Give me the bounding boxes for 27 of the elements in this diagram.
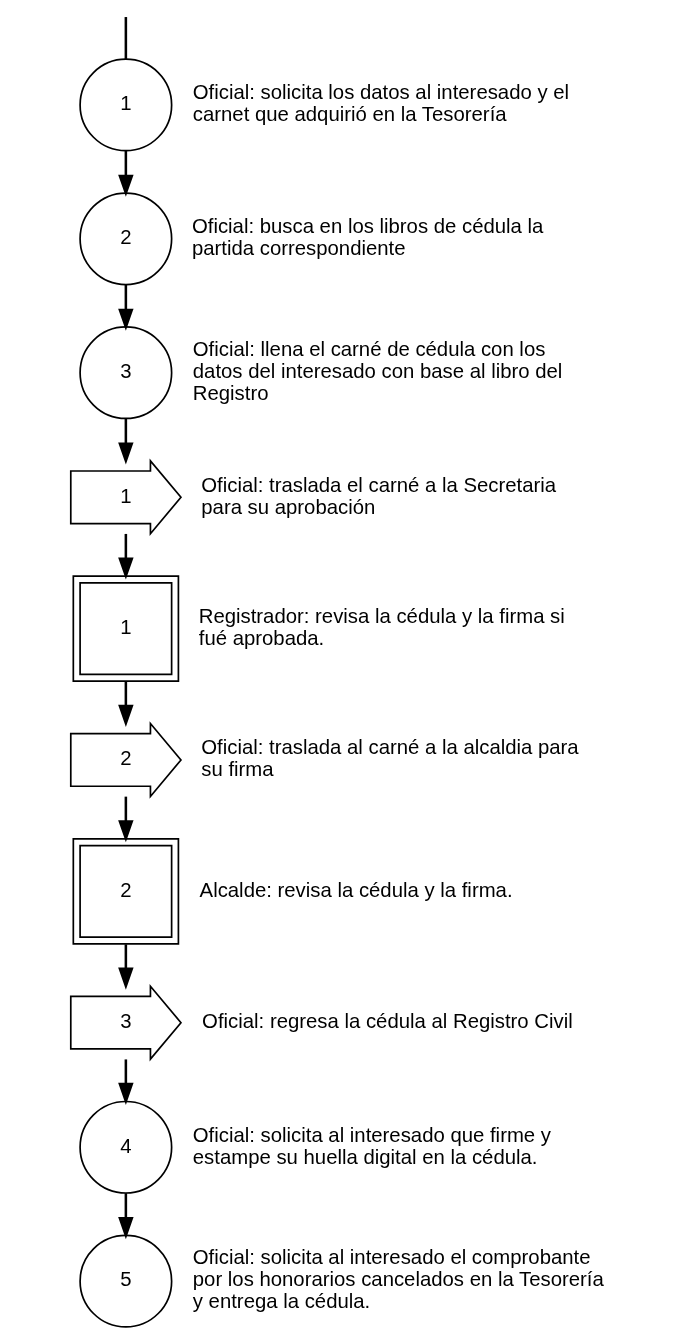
node-label: Oficial: solicita los datos al interesado y el carnet que adquirió en la Tesorería (192, 81, 569, 126)
node-label: Alcalde: revisa la cédula y la firma. (199, 878, 513, 901)
node-label: Oficial: traslada al carné a la alcaldia para su firma (200, 736, 579, 781)
node-circle: 3 (78, 326, 172, 420)
node-label: Oficial: busca en los libros de cédula la partida correspondiente (191, 215, 543, 260)
node-label: Oficial: llena el carné de cédula con los datos del interesado con base al libro del Registro (192, 337, 562, 404)
node-circle: 1 (78, 58, 172, 152)
arrow (117, 418, 134, 465)
arrow (117, 284, 134, 331)
node-label: Registrador: revisa la cédula y la firma si fué aprobada. (198, 604, 565, 649)
arrow (117, 944, 134, 990)
node-circle: 2 (78, 192, 172, 286)
node-label: Oficial: traslada el carné a la Secretaria para su aprobación (200, 473, 556, 518)
node-label: Oficial: regresa la cédula al Registro Civil (201, 1009, 573, 1032)
arrow (117, 1193, 134, 1240)
node-circle: 4 (78, 1100, 172, 1194)
arrow (117, 150, 134, 197)
arrow (117, 796, 134, 843)
node-label: Oficial: solicita al interesado el comprobante por los honorarios cancelados en la Tesorería y entrega la cédula. (192, 1246, 604, 1313)
arrow (117, 1059, 134, 1105)
node-box: 2 (71, 837, 179, 945)
arrow (117, 681, 134, 727)
connector (124, 17, 127, 60)
node-circle: 5 (78, 1234, 172, 1328)
arrow (117, 533, 134, 580)
node-box: 1 (71, 575, 179, 682)
node-label: Oficial: solicita al interesado que firme y estampe su huella digital en la cédula. (192, 1123, 551, 1168)
